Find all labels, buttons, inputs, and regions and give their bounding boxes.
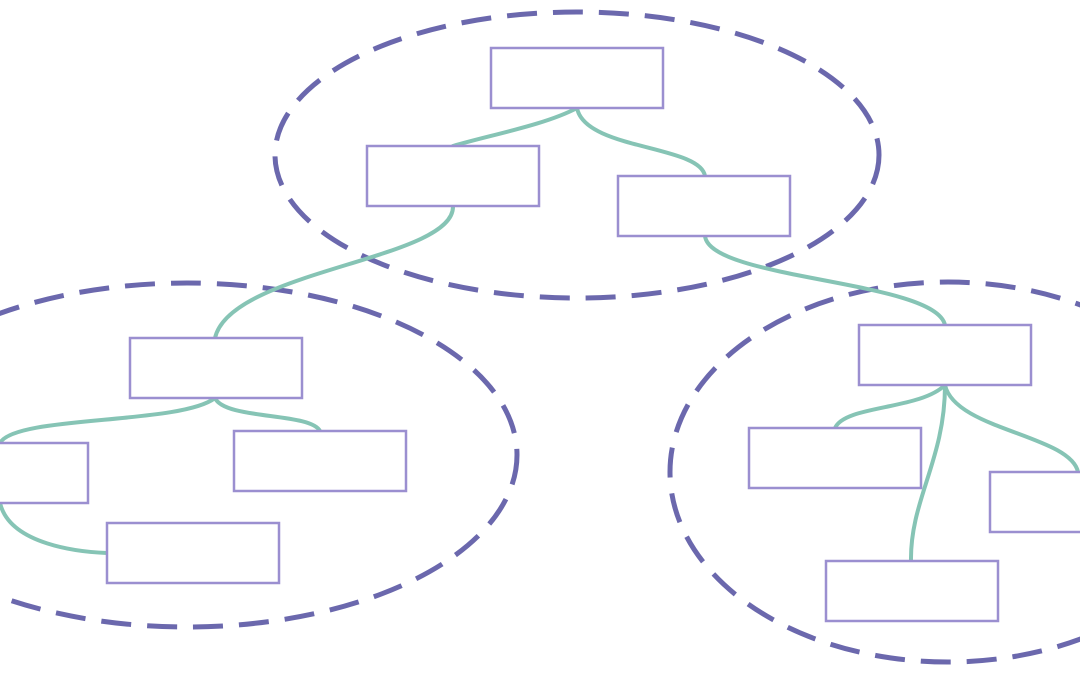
cluster-left-group: [0, 280, 520, 630]
edge-right-root-to-right-a: [833, 383, 947, 430]
node-right-b: [988, 470, 1080, 534]
edge-top-root-to-top-right: [575, 106, 707, 178]
edge-top-left-to-left-root: [213, 204, 456, 340]
node-right-root: [857, 323, 1033, 387]
nodes: [0, 46, 1080, 623]
edge-right-root-to-right-b: [943, 383, 1080, 474]
cluster-top-group: [272, 9, 882, 301]
node-right-a: [747, 426, 923, 490]
node-left-b: [232, 429, 408, 493]
node-left-a: [0, 441, 90, 505]
edge-left-root-to-left-b: [213, 396, 322, 433]
node-left-root: [128, 336, 304, 400]
node-top-root: [489, 46, 665, 110]
edge-top-root-to-top-left: [451, 106, 579, 148]
edge-right-root-to-right-c: [908, 383, 947, 563]
edge-top-right-to-right-root: [703, 234, 947, 327]
clusters: [0, 9, 1080, 665]
edges: [0, 106, 1080, 563]
node-top-right: [616, 174, 792, 238]
node-left-c: [105, 521, 281, 585]
edge-left-a-to-left-c: [0, 501, 109, 555]
node-right-c: [824, 559, 1000, 623]
cluster-right-group: [667, 279, 1080, 665]
node-top-left: [365, 144, 541, 208]
edge-left-root-to-left-a: [0, 396, 217, 445]
